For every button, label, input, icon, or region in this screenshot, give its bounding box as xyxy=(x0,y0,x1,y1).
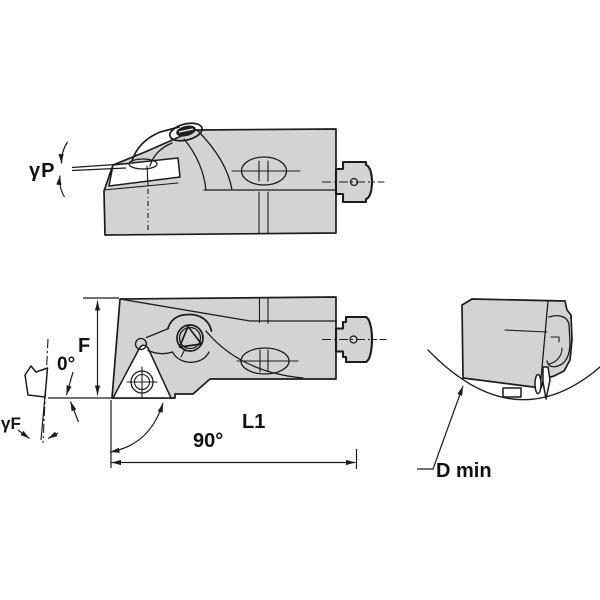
label-f: F xyxy=(78,335,90,357)
shim-step xyxy=(502,387,522,398)
clamp-head-top xyxy=(167,313,213,332)
gamma-f-arrow-right xyxy=(47,431,59,440)
zero-degree-callout: 0° xyxy=(48,354,113,423)
end-view: D min xyxy=(417,298,600,482)
face-mark-line xyxy=(504,329,548,333)
adjustment-knob-top xyxy=(322,160,385,204)
rake-face-line xyxy=(40,389,47,441)
gamma-p-callout: γP xyxy=(29,141,131,198)
toolholder-body-end xyxy=(461,298,573,389)
d-min-leader xyxy=(417,385,464,470)
clamp-screw-cap xyxy=(169,122,203,142)
clamp-nose-pin xyxy=(134,337,148,351)
clamp-screw-outer xyxy=(176,324,204,352)
rake-ref-line-2 xyxy=(71,167,127,172)
screw-slit xyxy=(178,128,194,133)
label-gamma-p: γP xyxy=(29,160,55,182)
rake-ref-line-1 xyxy=(71,162,131,169)
dimension-d-min: D min xyxy=(417,385,492,482)
clamp-arm-top xyxy=(145,327,170,339)
insert-edge-slot xyxy=(534,373,542,395)
gamma-f-arrow-left xyxy=(17,429,30,439)
top-clamp xyxy=(128,122,203,170)
lead-angle-arc xyxy=(109,402,164,453)
angle-arrow-lower xyxy=(56,175,66,198)
insert-seat-line xyxy=(103,182,179,191)
label-ninety-deg: 90° xyxy=(193,430,223,452)
torx-socket xyxy=(178,325,203,348)
insert-profile-sketch xyxy=(24,365,49,398)
head-curve-outer xyxy=(196,129,233,191)
face-edge-line xyxy=(539,300,549,391)
insert-screw xyxy=(126,366,158,398)
shank-lines xyxy=(258,191,269,234)
gamma-f-callout: γF xyxy=(1,338,59,444)
dimension-f: F xyxy=(78,297,119,395)
oval-slot-top xyxy=(231,156,301,186)
angle-arrow-upper xyxy=(58,141,69,164)
zero-arrow-lower xyxy=(69,401,80,423)
head-curve-inner xyxy=(183,138,207,191)
zero-arrow-upper xyxy=(65,371,74,396)
clamp-arm-bottom xyxy=(147,349,174,355)
side-clamp-detail xyxy=(546,315,571,368)
head-curve-front xyxy=(205,330,304,379)
dimension-l1: L1 90° xyxy=(109,400,358,469)
shank-lines-front xyxy=(258,297,269,325)
front-clamp xyxy=(134,313,213,363)
label-d-min: D min xyxy=(436,460,492,482)
label-gamma-f: γF xyxy=(1,414,21,433)
label-l1: L1 xyxy=(242,411,265,433)
adjustment-knob-front xyxy=(322,315,387,364)
top-view: γP xyxy=(29,122,385,236)
clamp-screw-inner xyxy=(178,326,202,350)
oval-slot-front xyxy=(236,347,299,375)
front-view: F 0° γF L1 90° xyxy=(1,296,387,469)
pocket-edge-line xyxy=(119,298,337,322)
clamp-head-bottom xyxy=(171,351,210,363)
insert-edge-blade xyxy=(542,366,551,400)
label-zero-deg: 0° xyxy=(57,354,75,375)
insert-top-view xyxy=(108,157,181,187)
bore-arc xyxy=(427,349,600,401)
